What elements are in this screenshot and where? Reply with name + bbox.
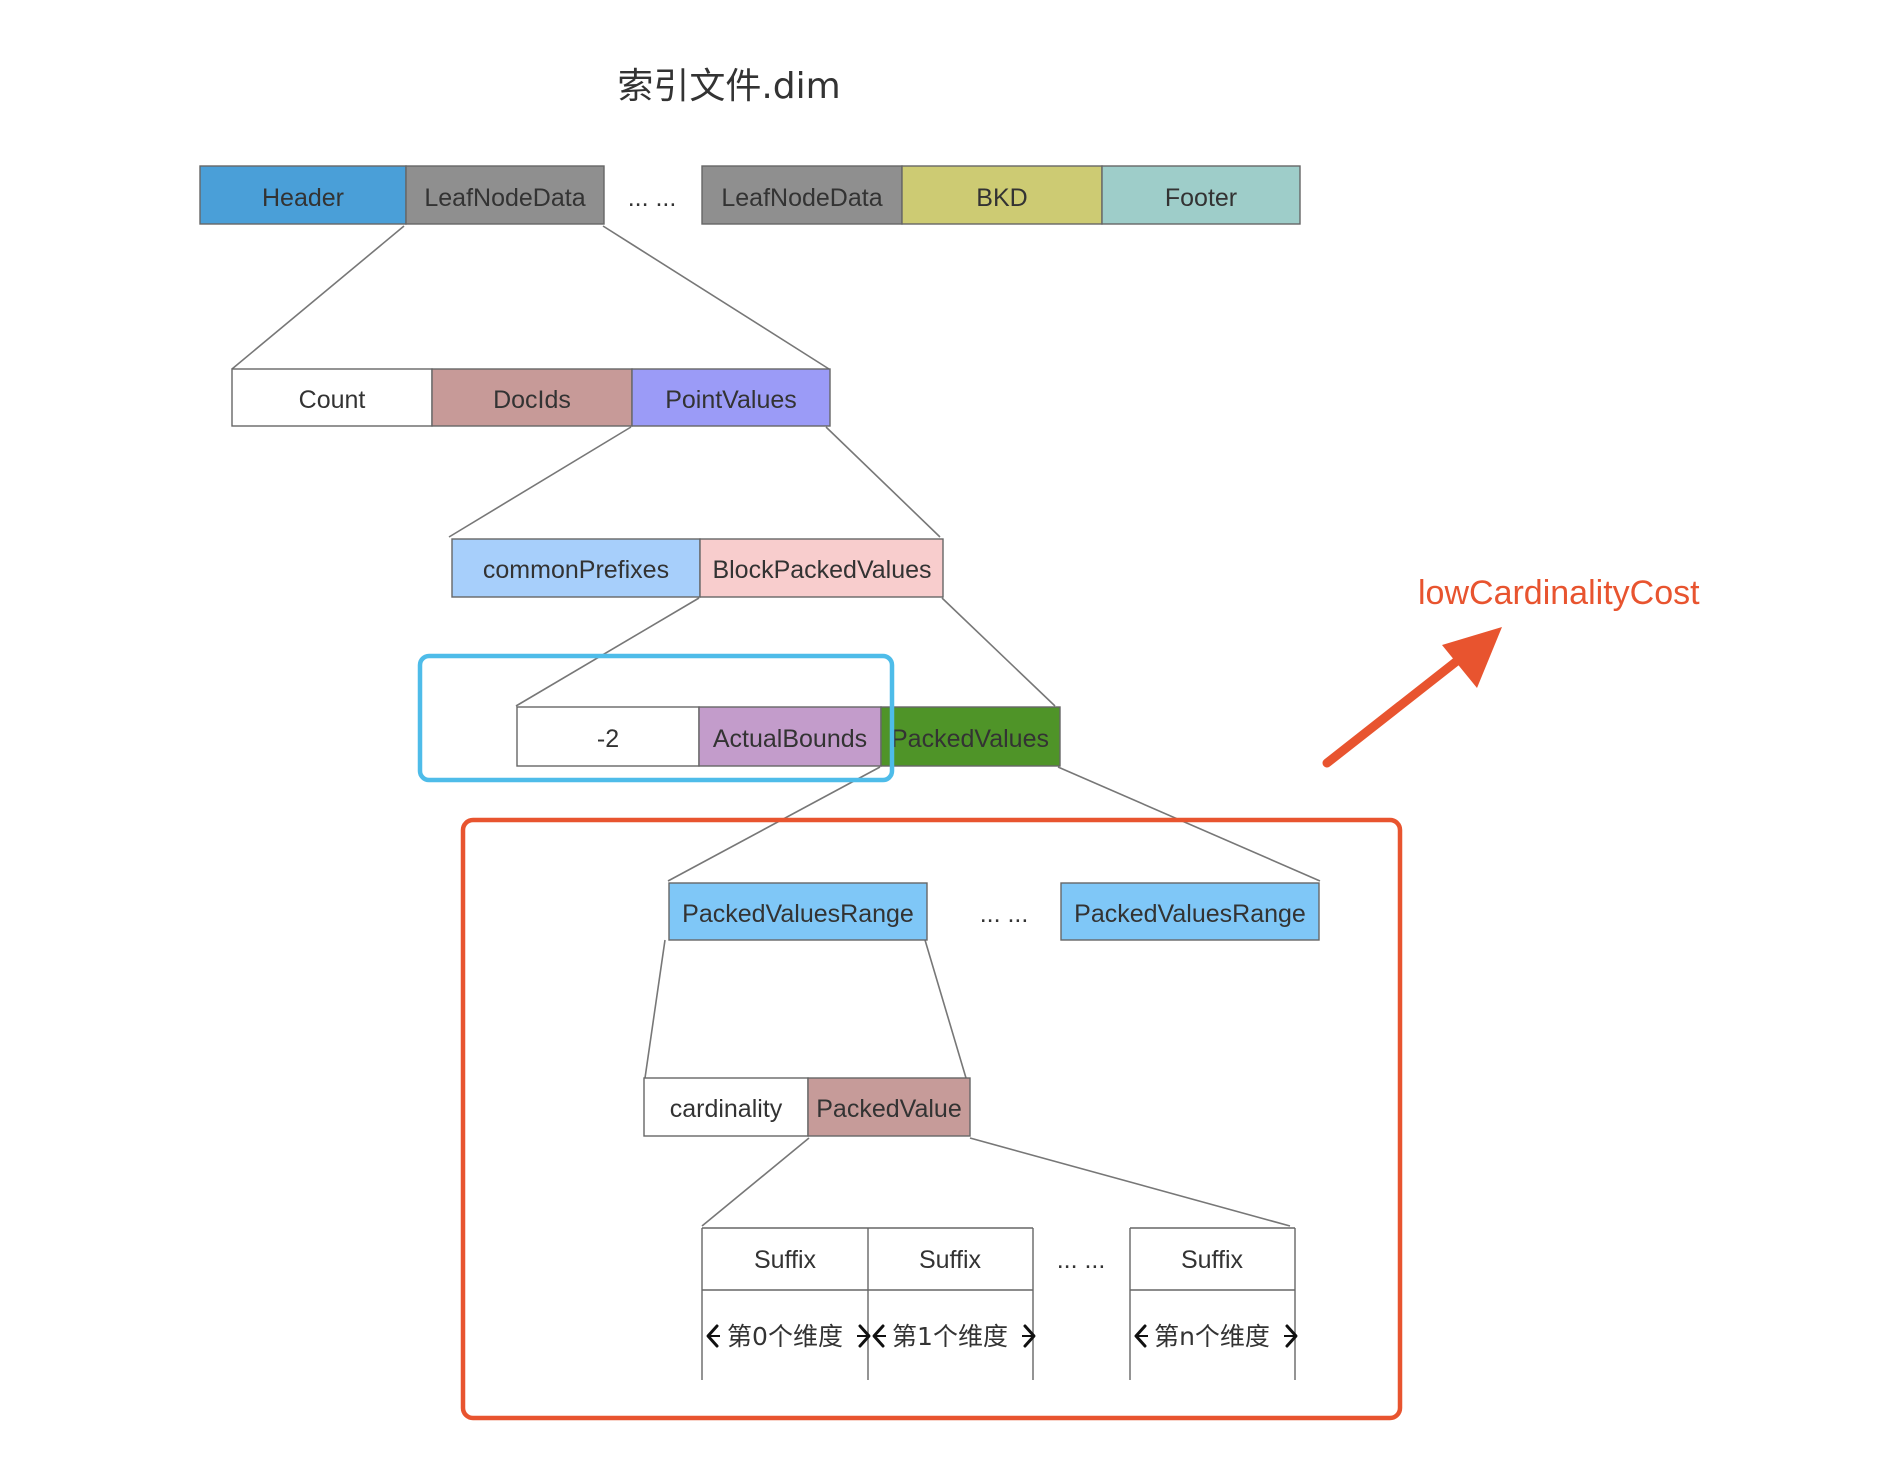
packed-values-range-block-1: [668, 882, 928, 941]
count-block: [231, 368, 433, 427]
red-highlight-box: [460, 817, 1403, 1421]
file-row-ellipsis: ... ...: [628, 184, 677, 212]
count-label: Count: [299, 386, 366, 414]
header-label: Header: [262, 184, 344, 212]
leaf-node-data-label-2: LeafNodeData: [721, 184, 882, 212]
packed-value-label: PackedValue: [816, 1095, 961, 1123]
low-cardinality-arrow-icon: [1322, 627, 1502, 768]
connector-lines: [231, 225, 1321, 1227]
blue-highlight-box: [417, 653, 895, 783]
packed-values-label: PackedValues: [891, 725, 1049, 753]
point-row: commonPrefixes BlockPackedValues: [451, 538, 944, 598]
cardinality-label: cardinality: [670, 1095, 783, 1123]
common-prefixes-block: [451, 538, 701, 598]
actual-bounds-block: [698, 706, 882, 767]
packed-values-range-block-2: [1060, 882, 1320, 941]
doc-ids-label: DocIds: [493, 386, 571, 414]
packed-values-block: [880, 706, 1061, 767]
bkd-block: [901, 165, 1103, 225]
leaf-node-data-label-1: LeafNodeData: [424, 184, 585, 212]
range-row: PackedValuesRange ... ... PackedValuesRa…: [668, 882, 1320, 941]
minus-two-block: [516, 706, 700, 767]
range-row-ellipsis: ... ...: [980, 900, 1029, 928]
minus-two-label: -2: [597, 725, 619, 753]
packed-value-block: [807, 1077, 971, 1137]
actual-bounds-label: ActualBounds: [713, 725, 867, 753]
suffix-row-ellipsis: ... ...: [1057, 1246, 1106, 1274]
leaf-node-data-block-1: [405, 165, 605, 225]
suffix-label-1: Suffix: [754, 1246, 817, 1274]
leaf-node-data-block-2: [701, 165, 903, 225]
dimension-1-label: 第1个维度: [892, 1322, 1008, 1351]
footer-block: [1101, 165, 1301, 225]
header-block: [199, 165, 407, 225]
block-packed-values-label: BlockPackedValues: [712, 556, 931, 584]
cardinality-block: [643, 1077, 809, 1137]
common-prefixes-label: commonPrefixes: [483, 556, 669, 584]
packed-values-range-label-1: PackedValuesRange: [682, 900, 914, 928]
point-values-label: PointValues: [665, 386, 797, 414]
suffix-label-2: Suffix: [919, 1246, 982, 1274]
file-row: Header LeafNodeData ... ... LeafNodeData…: [199, 165, 1301, 225]
dimension-n-label: 第n个维度: [1154, 1322, 1270, 1351]
block-packed-values-block: [699, 538, 944, 598]
block-row: -2 ActualBounds PackedValues: [516, 706, 1061, 767]
diagram-title: 索引文件.dim: [617, 66, 840, 107]
doc-ids-block: [431, 368, 633, 427]
suffix-label-3: Suffix: [1181, 1246, 1244, 1274]
bkd-label: BKD: [976, 184, 1027, 212]
suffix-row: Suffix Suffix ... ... Suffix 第0个维度 第1个维度…: [701, 1227, 1298, 1380]
footer-label: Footer: [1165, 184, 1237, 212]
dimension-0-label: 第0个维度: [727, 1322, 843, 1351]
low-cardinality-cost-annotation: lowCardinalityCost: [1418, 574, 1700, 612]
point-values-block: [631, 368, 831, 427]
cardinality-row: cardinality PackedValue: [643, 1077, 971, 1137]
leaf-row: Count DocIds PointValues: [231, 368, 831, 427]
packed-values-range-label-2: PackedValuesRange: [1074, 900, 1306, 928]
